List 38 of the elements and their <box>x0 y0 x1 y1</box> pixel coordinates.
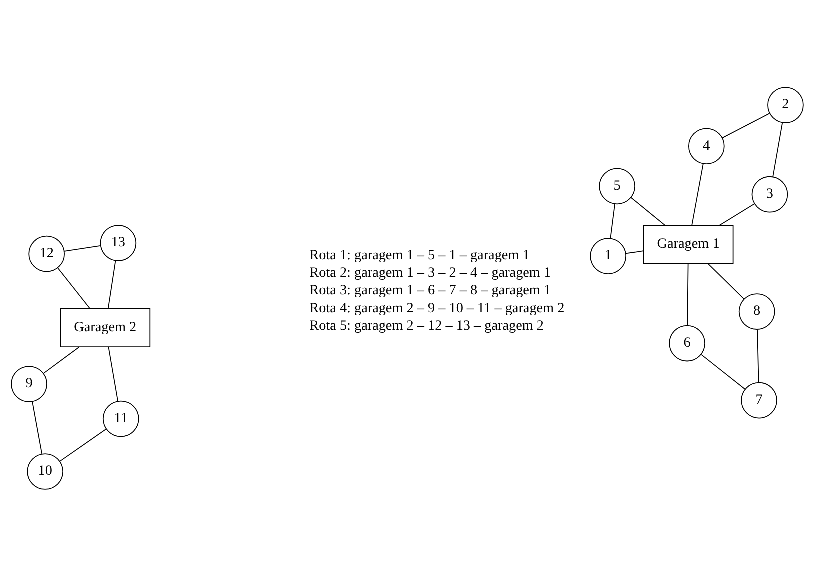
connector <box>630 196 666 226</box>
connector <box>722 112 770 138</box>
connector <box>692 162 704 226</box>
node-circle: 10 <box>27 453 64 490</box>
connector <box>701 354 746 390</box>
node-circle: 2 <box>768 86 804 123</box>
label: Rota 4: garagem 2 – 9 – 10 – 11 – garagem 2 <box>310 300 565 316</box>
node-circle: 12 <box>28 235 65 272</box>
label: Rota 3: garagem 1 – 6 – 7 – 8 – garagem 1 <box>310 282 552 298</box>
connector <box>108 260 116 309</box>
label: Rota 2: garagem 1 – 3 – 2 – 4 – garagem 1 <box>310 264 552 280</box>
connector <box>772 122 784 177</box>
connector <box>757 328 760 383</box>
connector <box>719 203 756 226</box>
connector <box>57 267 90 309</box>
node-circle: 5 <box>599 168 636 204</box>
label: Rota 1: garagem 1 – 5 – 1 – garagem 1 <box>310 246 530 263</box>
connector <box>43 346 80 374</box>
node-circle: 9 <box>11 366 48 402</box>
connector <box>108 346 119 402</box>
connector <box>610 203 616 239</box>
connector <box>60 428 107 462</box>
node-circle: 3 <box>752 176 788 212</box>
label: Rota 5: garagem 2 – 12 – 13 – garagem 2 <box>310 318 544 334</box>
connector <box>625 250 644 254</box>
node-circle: 7 <box>741 382 778 418</box>
connector <box>32 401 43 454</box>
node-circle: 13 <box>100 224 137 261</box>
node-circle: 6 <box>669 324 706 362</box>
connector <box>687 262 689 326</box>
node-circle: 8 <box>738 293 776 330</box>
connector <box>64 244 102 252</box>
node-circle: 11 <box>102 400 140 437</box>
node-box: Garagem 1 <box>643 224 734 264</box>
connector <box>708 262 745 300</box>
node-circle: 1 <box>590 238 627 274</box>
node-box: Garagem 2 <box>60 308 151 348</box>
node-circle: 4 <box>688 128 725 164</box>
